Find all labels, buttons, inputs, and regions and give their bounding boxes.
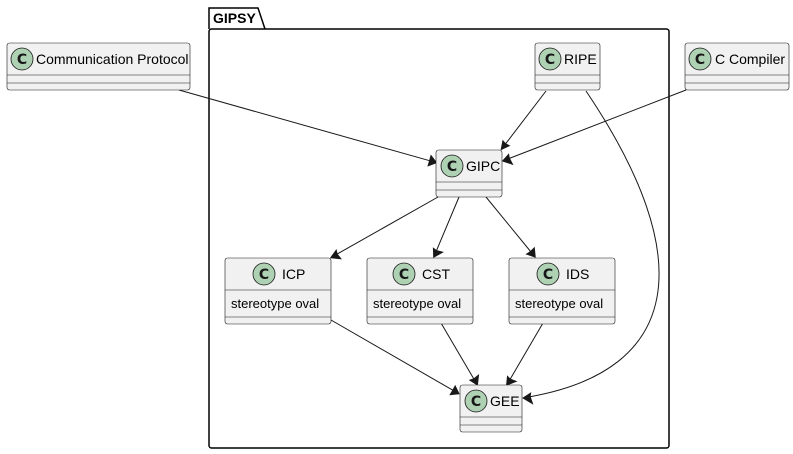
class-marker-icon [252, 262, 276, 286]
edge-ripe-to-gee [522, 90, 660, 405]
edge-gipc-to-ids [485, 196, 536, 258]
class-attribute: stereotype oval [373, 296, 461, 311]
class-marker-letter: C [259, 267, 269, 283]
class-marker-icon [392, 262, 416, 286]
class-name: GEE [490, 393, 520, 409]
edge-comm-to-gipc [178, 89, 438, 167]
class-gipc[interactable]: C GIPC [435, 149, 503, 198]
class-ripe[interactable]: C RIPE [534, 42, 601, 91]
class-marker-icon [538, 47, 562, 71]
edge-ids-to-gee [506, 322, 544, 386]
class-marker-icon [464, 389, 488, 413]
class-marker-letter: C [543, 267, 553, 283]
class-attribute: stereotype oval [231, 296, 319, 311]
edge-ripe-to-gipc [500, 90, 547, 151]
package-gipsy: GIPSY [208, 7, 670, 449]
class-gee[interactable]: C GEE [459, 384, 523, 433]
class-marker-icon [688, 47, 712, 71]
edge-icp-to-gee [330, 319, 460, 396]
class-name: C Compiler [715, 51, 785, 67]
class-name: RIPE [564, 51, 597, 67]
class-name: CST [422, 266, 450, 282]
class-name: ICP [282, 266, 305, 282]
edge-gipc-to-cst [432, 196, 460, 259]
edges [178, 89, 687, 405]
class-ids[interactable]: C IDS stereotype oval [508, 257, 616, 325]
class-marker-letter: C [17, 52, 27, 68]
class-marker-letter: C [399, 267, 409, 283]
class-marker-icon [10, 47, 34, 71]
package-name: GIPSY [213, 10, 256, 26]
class-marker-letter: C [695, 52, 705, 68]
class-name: Communication Protocol [36, 51, 189, 67]
class-marker-icon [440, 154, 464, 178]
class-cst[interactable]: C CST stereotype oval [366, 257, 474, 325]
class-name: IDS [566, 266, 589, 282]
class-marker-icon [536, 262, 560, 286]
class-name: GIPC [466, 158, 500, 174]
package-tab [208, 7, 266, 30]
class-icp[interactable]: C ICP stereotype oval [224, 257, 332, 325]
edge-cst-to-gee [440, 322, 480, 386]
class-marker-letter: C [447, 159, 457, 175]
class-c-compiler[interactable]: C C Compiler [684, 42, 790, 91]
edge-ccompiler-to-gipc [501, 89, 687, 166]
class-attribute: stereotype oval [515, 296, 603, 311]
edge-gipc-to-icp [329, 196, 439, 260]
class-communication-protocol[interactable]: C Communication Protocol [6, 42, 191, 91]
class-marker-letter: C [545, 52, 555, 68]
class-marker-letter: C [471, 394, 481, 410]
package-frame [208, 28, 670, 449]
